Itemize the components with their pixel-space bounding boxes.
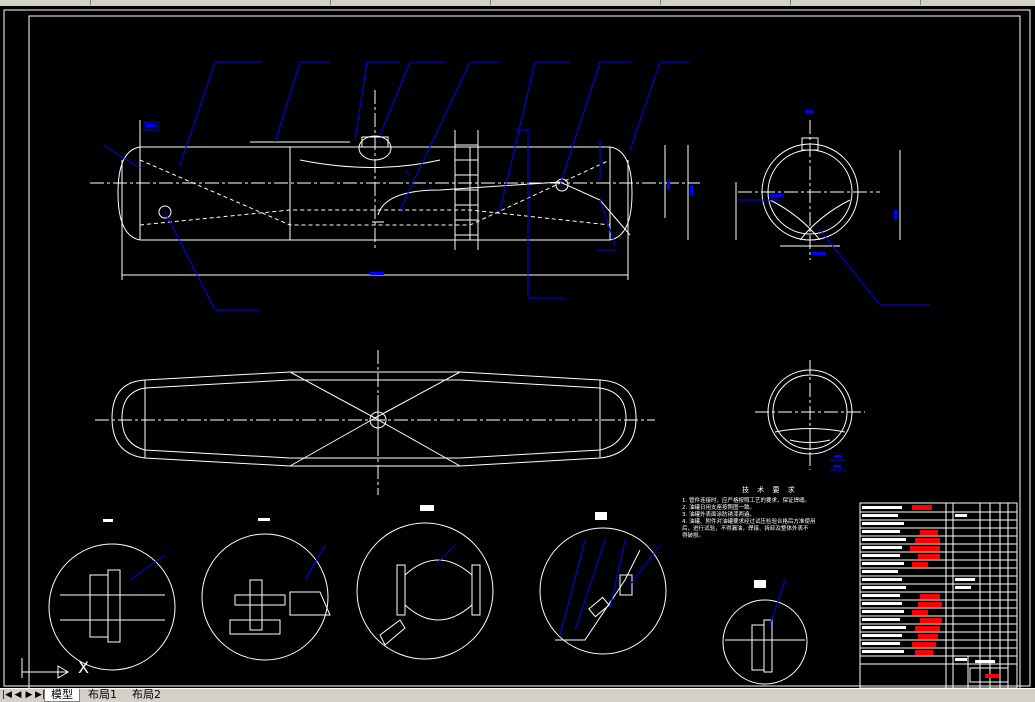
toolbar-segment[interactable] — [490, 0, 661, 5]
inner-frame — [28, 15, 1021, 688]
toolbar-segment[interactable] — [660, 0, 791, 5]
layout-tab-bar: |◀ ◀ ▶ ▶| 模型 布局1 布局2 — [0, 688, 1035, 702]
dimension-labels — [146, 110, 897, 468]
prev-tab-icon[interactable]: ◀ — [14, 690, 22, 700]
ucs-icon: X — [20, 650, 89, 680]
tab-layout2[interactable]: 布局2 — [126, 689, 167, 701]
tab-model[interactable]: 模型 — [44, 689, 80, 702]
next-tab-icon[interactable]: ▶ — [25, 690, 33, 700]
technical-requirement-line: 1. 管件连接时，应严格按照工艺的要求，保证焊缝。 — [682, 498, 810, 504]
toolbar-segment[interactable] — [0, 0, 91, 5]
detail-circle-4 — [539, 527, 667, 655]
first-tab-icon[interactable]: |◀ — [2, 690, 12, 700]
tank-front-view — [117, 120, 689, 280]
leader-lines — [102, 61, 930, 636]
outer-frame — [3, 9, 1031, 687]
technical-requirement-line: 得破损。 — [682, 533, 705, 539]
ucs-x-label: X — [78, 658, 89, 677]
technical-requirements-title: 技 术 要 求 — [742, 486, 798, 494]
technical-requirement-line: 后，进行试验，不得漏油，焊接、拆卸及整体外表不 — [682, 526, 809, 532]
drawing-canvas[interactable] — [0, 6, 1035, 688]
detail-circle-2 — [201, 533, 331, 661]
last-tab-icon[interactable]: ▶| — [35, 690, 45, 700]
technical-requirement-line: 2. 油罐日用支座按照图一致。 — [682, 505, 755, 511]
detail-titles — [103, 505, 766, 588]
parts-list-highlights — [910, 505, 999, 678]
detail-circle-3 — [356, 522, 494, 660]
toolbar-segment[interactable] — [330, 0, 491, 5]
technical-requirements: 技 术 要 求 1. 管件连接时，应严格按照工艺的要求，保证焊缝。 2. 油罐日… — [682, 487, 852, 540]
toolbar-segment[interactable] — [90, 0, 331, 5]
parts-list-text — [862, 506, 995, 663]
cad-drawing — [3, 9, 1031, 688]
toolbar-segment[interactable] — [790, 0, 921, 5]
detail-circle-5 — [722, 599, 808, 685]
title-block — [859, 502, 1018, 688]
detail-circle-1 — [48, 543, 176, 671]
technical-requirement-line: 3. 油罐外表面涂防锈漆两遍。 — [682, 512, 755, 518]
tab-layout1[interactable]: 布局1 — [82, 689, 123, 701]
technical-requirement-line: 4. 油罐、附件对油罐要求经过试压检验合格后方准使用 — [682, 519, 816, 525]
tank-plan-view — [111, 371, 637, 467]
